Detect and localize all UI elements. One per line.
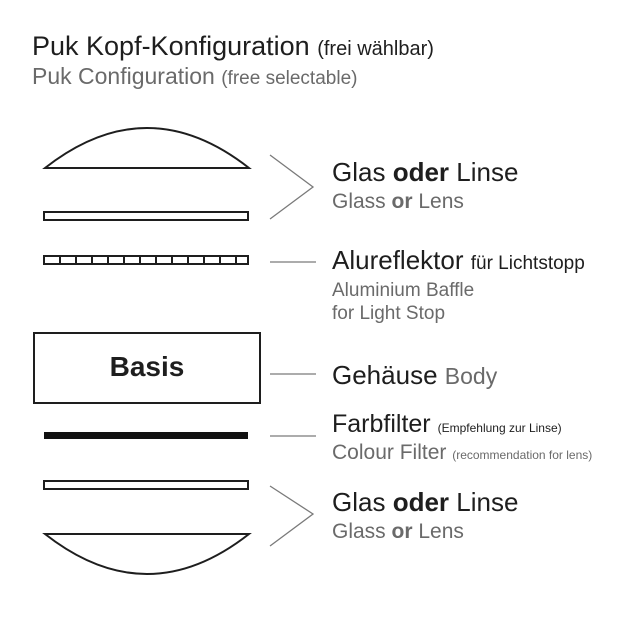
filter-german-main: Farbfilter xyxy=(332,410,431,438)
top-lens-dome xyxy=(42,127,252,169)
body-label: Gehäuse Body xyxy=(332,360,497,391)
glass-bottom-german-a: Glas xyxy=(332,487,386,517)
glass-top-english-c: Lens xyxy=(418,190,464,213)
glass-bottom-english-a: Glass xyxy=(332,520,386,543)
top-glass-plate xyxy=(43,211,249,221)
bracket-bottom xyxy=(269,485,315,547)
colour-filter-bar xyxy=(44,432,248,439)
title-english: Puk Configuration (free selectable) xyxy=(32,63,357,90)
alu-baffle xyxy=(43,255,249,265)
glass-top-english: Glass or Lens xyxy=(332,190,464,214)
baffle-german-main: Alureflektor xyxy=(332,245,464,275)
glass-bottom-german-b: oder xyxy=(392,487,450,517)
title-german-main: Puk Kopf-Konfiguration xyxy=(32,31,310,61)
baffle-german-note: für Lichtstopp xyxy=(470,253,585,274)
basis-body-box xyxy=(33,332,261,404)
baffle-english-line1: Aluminium Baffle xyxy=(332,280,475,301)
filter-english: Colour Filter (recommendation for lens) xyxy=(332,441,592,465)
baffle-german: Alureflektor für Lichtstopp xyxy=(332,245,585,276)
glass-bottom-english-b: or xyxy=(391,520,413,543)
baffle-english-line2: for Light Stop xyxy=(332,303,446,324)
glass-top-english-b: or xyxy=(391,190,413,213)
body-english: Body xyxy=(444,363,498,389)
bottom-glass-plate xyxy=(43,480,249,490)
title-english-main: Puk Configuration xyxy=(32,63,215,89)
glass-bottom-german-c: Linse xyxy=(456,487,519,517)
bracket-top xyxy=(269,154,315,220)
glass-top-german: Glas oder Linse xyxy=(332,157,518,188)
title-english-note: (free selectable) xyxy=(221,68,358,89)
filter-english-note: (recommendation for lens) xyxy=(452,448,593,462)
glass-bottom-german: Glas oder Linse xyxy=(332,487,518,518)
filter-german-note: (Empfehlung zur Linse) xyxy=(437,421,562,435)
filter-german: Farbfilter (Empfehlung zur Linse) xyxy=(332,410,562,439)
title-german-note: (frei wählbar) xyxy=(317,38,434,60)
filter-english-main: Colour Filter xyxy=(332,441,447,464)
basis-label: Basis xyxy=(109,351,185,382)
title-german: Puk Kopf-Konfiguration (frei wählbar) xyxy=(32,31,434,62)
bottom-lens-dome xyxy=(42,533,252,575)
glass-bottom-english: Glass or Lens xyxy=(332,520,464,544)
glass-top-english-a: Glass xyxy=(332,190,386,213)
body-german: Gehäuse xyxy=(332,360,438,390)
glass-top-german-a: Glas xyxy=(332,157,386,187)
glass-top-german-c: Linse xyxy=(456,157,519,187)
glass-bottom-english-c: Lens xyxy=(418,520,464,543)
glass-top-german-b: oder xyxy=(392,157,450,187)
